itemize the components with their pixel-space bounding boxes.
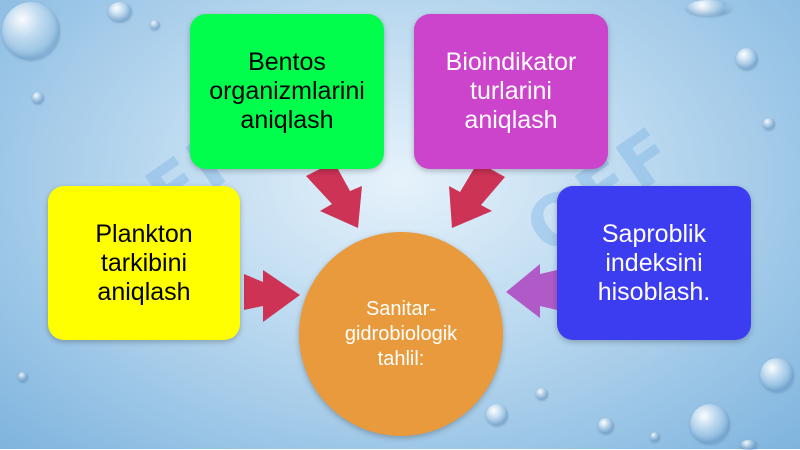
water-drop: [150, 20, 160, 30]
arrow-plankton: [244, 270, 300, 322]
water-drop: [536, 388, 548, 400]
box-bioindikator-label: Bioindikator turlarini aniqlash: [445, 48, 577, 134]
box-bentos-label: Bentos organizmlarini aniqlash: [209, 48, 365, 134]
water-drop: [650, 432, 660, 442]
box-saproblik: Saproblik indeksini hisoblash.: [557, 186, 751, 340]
box-bioindikator: Bioindikator turlarini aniqlash: [414, 14, 608, 169]
water-drop: [486, 404, 508, 426]
water-drop: [32, 92, 44, 104]
water-drop: [598, 418, 614, 434]
water-drop: [736, 48, 758, 70]
water-drop: [690, 404, 730, 444]
center-label: Sanitar- gidrobiologik tahlil:: [344, 297, 458, 370]
water-drop: [686, 0, 732, 16]
arrow-bentos: [306, 162, 362, 228]
arrow-saproblik: [506, 264, 557, 318]
water-drop: [18, 372, 28, 382]
box-plankton-label: Plankton tarkibini aniqlash: [95, 219, 193, 306]
water-drop: [740, 440, 758, 450]
water-drop: [2, 2, 60, 60]
box-saproblik-label: Saproblik indeksini hisoblash.: [597, 219, 711, 306]
box-bentos: Bentos organizmlarini aniqlash: [190, 14, 384, 169]
center-circle: Sanitar- gidrobiologik tahlil:: [299, 232, 503, 436]
water-drop: [108, 2, 132, 22]
water-drop: [763, 118, 775, 130]
box-plankton: Plankton tarkibini aniqlash: [48, 186, 240, 340]
water-drop: [760, 358, 794, 392]
arrow-bioindikator: [449, 162, 505, 228]
